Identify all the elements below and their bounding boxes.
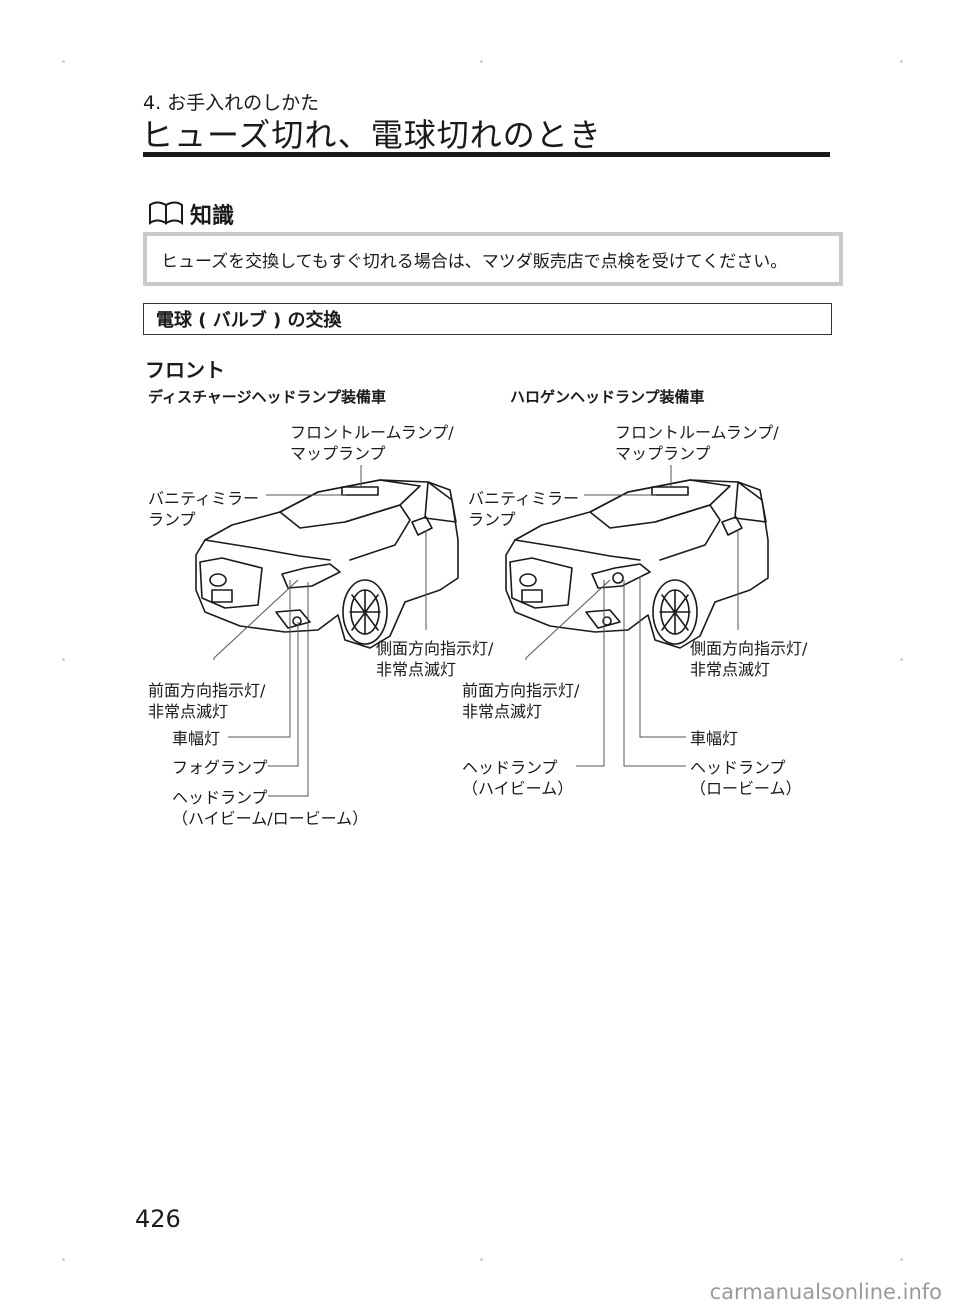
crop-mark: [62, 60, 65, 63]
label-vanity-right: バニティミラー ランプ: [468, 489, 580, 529]
page-number: 426: [135, 1205, 181, 1233]
knowledge-heading: 知識: [148, 198, 234, 230]
label-room-lamp-right: フロントルームランプ/ マップランプ: [615, 423, 779, 463]
label-fog-left: フォグランプ: [172, 758, 268, 777]
chapter-heading: 4. お手入れのしかた: [143, 92, 320, 114]
page-title: ヒューズ切れ、電球切れのとき: [141, 116, 602, 154]
section-title: 電球 ( バルブ ) の交換: [156, 310, 342, 331]
crop-mark: [900, 60, 903, 63]
crop-mark: [480, 1258, 483, 1261]
label-side-turn-left: 側面方向指示灯/ 非常点滅灯: [376, 639, 494, 679]
knowledge-label: 知識: [190, 204, 235, 229]
title-rule: [143, 152, 830, 157]
crop-mark: [900, 1258, 903, 1261]
crop-mark: [900, 658, 903, 661]
label-room-lamp-left: フロントルームランプ/ マップランプ: [290, 423, 454, 463]
figure-caption-left: ディスチャージヘッドランプ装備車: [148, 388, 387, 406]
label-side-turn-right: 側面方向指示灯/ 非常点滅灯: [690, 639, 808, 679]
figure-caption-right: ハロゲンヘッドランプ装備車: [510, 388, 705, 406]
label-headlamp-left: ヘッドランプ （ハイビーム/ロービーム）: [172, 788, 369, 828]
label-front-turn-right: 前面方向指示灯/ 非常点滅灯: [462, 681, 580, 721]
section-heading: 電球 ( バルブ ) の交換: [143, 303, 832, 335]
label-front-turn-left: 前面方向指示灯/ 非常点滅灯: [148, 681, 266, 721]
book-icon: [148, 199, 184, 229]
label-headlamp-low-right: ヘッドランプ （ロービーム）: [690, 758, 802, 798]
label-position-left: 車幅灯: [172, 729, 221, 748]
knowledge-box: ヒューズを交換してもすぐ切れる場合は、マツダ販売店で点検を受けてください。: [143, 232, 843, 286]
label-position-right: 車幅灯: [690, 729, 739, 748]
crop-mark: [62, 658, 65, 661]
label-vanity-left: バニティミラー ランプ: [148, 489, 260, 529]
crop-mark: [480, 60, 483, 63]
label-headlamp-high-right: ヘッドランプ （ハイビーム）: [462, 758, 574, 798]
crop-mark: [62, 1258, 65, 1261]
watermark: carmanualsonline.info: [709, 1280, 942, 1304]
knowledge-text: ヒューズを交換してもすぐ切れる場合は、マツダ販売店で点検を受けてください。: [161, 251, 788, 272]
subsection-heading: フロント: [145, 358, 225, 382]
